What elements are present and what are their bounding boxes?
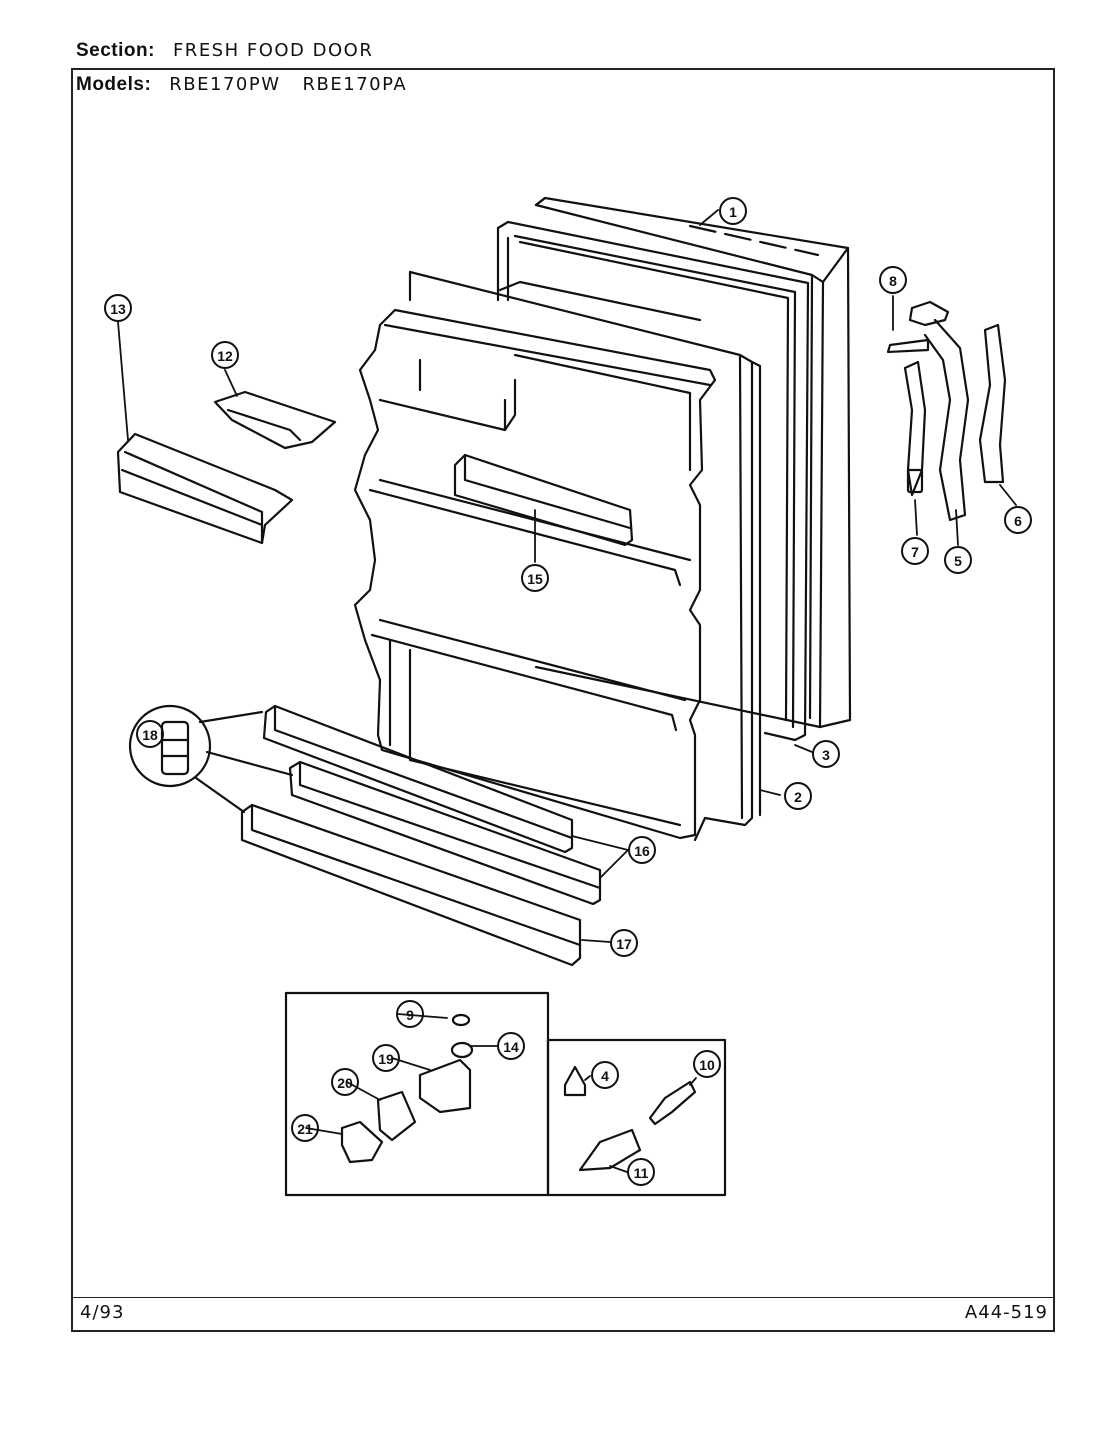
hinge-handle-parts bbox=[886, 300, 1007, 522]
callout-20: 20 bbox=[337, 1075, 353, 1091]
callout-13: 13 bbox=[110, 301, 126, 317]
callout-16: 16 bbox=[634, 843, 650, 859]
callout-12: 12 bbox=[217, 348, 233, 364]
callout-9: 9 bbox=[406, 1007, 414, 1023]
bar-end-detail bbox=[128, 704, 294, 814]
callout-4: 4 bbox=[601, 1068, 609, 1084]
model-rbe170pa: RBE170PA bbox=[302, 74, 408, 95]
callout-3: 3 bbox=[822, 747, 830, 763]
hardware-inset-right bbox=[546, 1038, 727, 1197]
callout-5: 5 bbox=[954, 553, 962, 569]
callout-6: 6 bbox=[1014, 513, 1022, 529]
callout-8: 8 bbox=[889, 273, 897, 289]
butter-cover bbox=[213, 390, 337, 450]
callout-circles bbox=[104, 197, 1032, 1186]
door-liner bbox=[408, 270, 762, 842]
footer-code: A44-519 bbox=[964, 1302, 1048, 1323]
dairy-compartment bbox=[116, 432, 294, 545]
diagram-frame bbox=[71, 68, 1055, 1332]
callout-18: 18 bbox=[142, 727, 158, 743]
section-label: Section: bbox=[76, 40, 155, 61]
model-rbe170pw: RBE170PW bbox=[169, 74, 281, 95]
callout-19: 19 bbox=[378, 1051, 394, 1067]
door-gasket bbox=[496, 220, 810, 742]
callout-21: 21 bbox=[297, 1121, 313, 1137]
door-bars bbox=[240, 704, 602, 967]
callout-14: 14 bbox=[503, 1039, 519, 1055]
hardware-inset-left bbox=[284, 991, 550, 1197]
footer-date: 4/93 bbox=[80, 1302, 125, 1323]
section-value: FRESH FOOD DOOR bbox=[172, 40, 374, 61]
models-label: Models: bbox=[76, 74, 152, 95]
callout-1: 1 bbox=[729, 204, 737, 220]
callout-7: 7 bbox=[911, 544, 919, 560]
door-shelf-bar bbox=[453, 453, 634, 547]
section-heading: Section: FRESH FOOD DOOR bbox=[76, 40, 373, 62]
models-heading: Models: RBE170PW RBE170PA bbox=[76, 74, 407, 96]
leader-lines bbox=[117, 209, 1017, 1173]
callout-10: 10 bbox=[699, 1057, 715, 1073]
footer-rule bbox=[73, 1297, 1053, 1298]
door-outer-panel bbox=[534, 196, 852, 729]
callout-11: 11 bbox=[634, 1165, 649, 1181]
callout-numbers: 1 2 3 4 5 6 7 8 9 10 11 12 13 14 15 16 1… bbox=[110, 204, 1022, 1181]
callout-2: 2 bbox=[794, 789, 802, 805]
callout-17: 17 bbox=[616, 936, 632, 952]
callout-15: 15 bbox=[527, 571, 543, 587]
